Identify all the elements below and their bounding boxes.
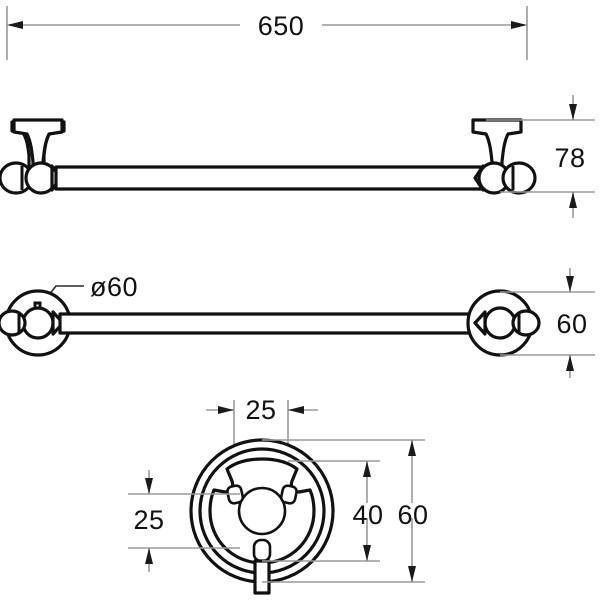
- arrow-right: [511, 21, 527, 29]
- dimension-label-40: 40: [352, 500, 383, 530]
- bar-tube-body: [54, 165, 483, 191]
- right-flange-ball: [511, 309, 541, 337]
- left-flange-pin-hole: [33, 301, 42, 310]
- dimension-overall-height: 78: [486, 95, 595, 218]
- detail-view-flange: [189, 438, 335, 595]
- dimension-label-78: 78: [554, 143, 585, 173]
- right-bracket: [471, 118, 537, 195]
- arrow-right-25top: [218, 406, 234, 414]
- dimension-flange-diameter: ø60: [39, 272, 138, 307]
- towel-bar-tube: [54, 165, 483, 191]
- flange-center-hole: [237, 486, 287, 536]
- arrow-down-78: [569, 104, 577, 120]
- right-flange-knuckle: [483, 306, 517, 340]
- top-view-part: [0, 118, 537, 195]
- arrow-left: [7, 21, 23, 29]
- dimension-hole-offset-vertical: 25: [128, 470, 240, 572]
- right-bracket-ball: [501, 161, 537, 195]
- arrow-up-40: [363, 461, 371, 477]
- arrow-up-60det: [408, 440, 416, 456]
- arrow-down-60det: [408, 566, 416, 582]
- arrow-up-25left: [145, 548, 153, 564]
- dimension-bolt-circle-40: 40: [262, 460, 383, 562]
- flange-bottom-stem: [253, 559, 271, 595]
- arrow-up-60mid: [566, 355, 574, 371]
- dimension-flange-outer-60: 60: [262, 439, 428, 583]
- dimension-label-60-middle: 60: [556, 309, 587, 339]
- flange-bottom-slot: [252, 538, 272, 563]
- left-flange-ball: [0, 309, 27, 337]
- arrow-left-25top: [288, 406, 304, 414]
- right-flange-taper: [473, 310, 487, 336]
- left-flange-taper: [51, 310, 65, 336]
- dimension-overall-length: 650: [6, 6, 528, 60]
- dimension-label-650: 650: [258, 11, 305, 41]
- arrow-up-78: [569, 192, 577, 208]
- middle-view-part: [0, 289, 541, 357]
- dimension-label-diameter-60: ø60: [90, 272, 138, 302]
- arrow-down-40: [363, 545, 371, 561]
- dimension-label-60-detail: 60: [397, 500, 428, 530]
- middle-bar-tube: [58, 312, 482, 335]
- flange-screw-hole-right: [279, 484, 298, 505]
- dimension-label-25-left: 25: [133, 505, 164, 535]
- dimension-flange-height: 60: [500, 268, 595, 378]
- arrow-down-60mid: [566, 276, 574, 292]
- dimension-label-25-top: 25: [245, 395, 276, 425]
- left-flange-knuckle: [21, 306, 55, 340]
- arrow-down-25left: [145, 478, 153, 494]
